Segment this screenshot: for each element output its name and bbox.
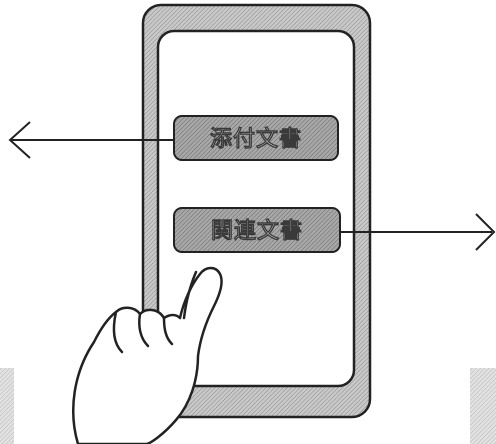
attached-documents-button[interactable]: 添付文書 — [173, 115, 339, 161]
attached-documents-label: 添付文書 — [210, 126, 302, 152]
left-arrow-icon — [8, 121, 175, 159]
right-arrow-icon — [340, 213, 496, 251]
edge-hatch-left — [0, 368, 14, 444]
related-documents-label: 関連文書 — [211, 218, 303, 244]
pointing-hand-icon — [72, 266, 223, 444]
related-documents-button[interactable]: 関連文書 — [173, 207, 341, 253]
edge-hatch-right — [470, 368, 496, 444]
